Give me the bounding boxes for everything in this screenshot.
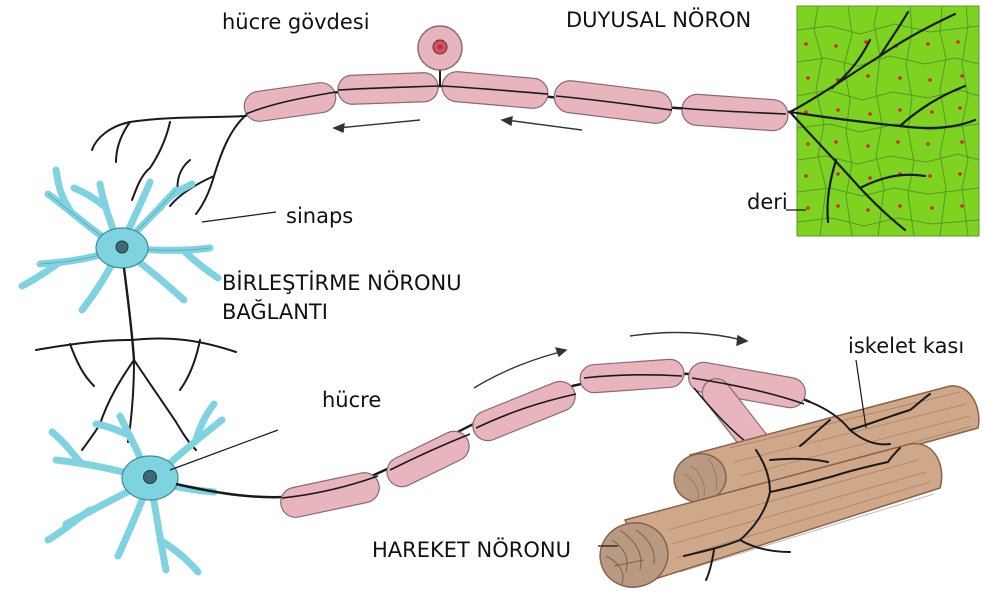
interneuron-label: BİRLEŞTİRME NÖRONU	[222, 271, 462, 295]
skin-label: deri	[747, 190, 788, 214]
synapse-label: sinaps	[286, 204, 353, 228]
interneuron-axon	[124, 268, 134, 360]
synapse-leader	[202, 212, 276, 222]
skeletal-muscle-label: iskelet kası	[848, 334, 964, 358]
interneuron	[22, 170, 236, 450]
connection-label: BAĞLANTI	[222, 300, 328, 324]
sensory-myelin-sheaths	[242, 70, 789, 131]
motor-neuron-label: HAREKET NÖRONU	[372, 538, 571, 562]
sensory-neuron	[92, 26, 790, 214]
cell-body-label: hücre gövdesi	[222, 10, 370, 34]
skin-patch	[790, 6, 979, 236]
sensory-direction-arrows	[334, 117, 582, 132]
skeletal-muscle	[593, 386, 979, 595]
motor-neuron-nucleus	[144, 471, 157, 484]
sensory-neuron-label: DUYUSAL NÖRON	[566, 8, 751, 32]
cell-label: hücre	[322, 388, 381, 412]
interneuron-nucleus	[116, 241, 128, 253]
